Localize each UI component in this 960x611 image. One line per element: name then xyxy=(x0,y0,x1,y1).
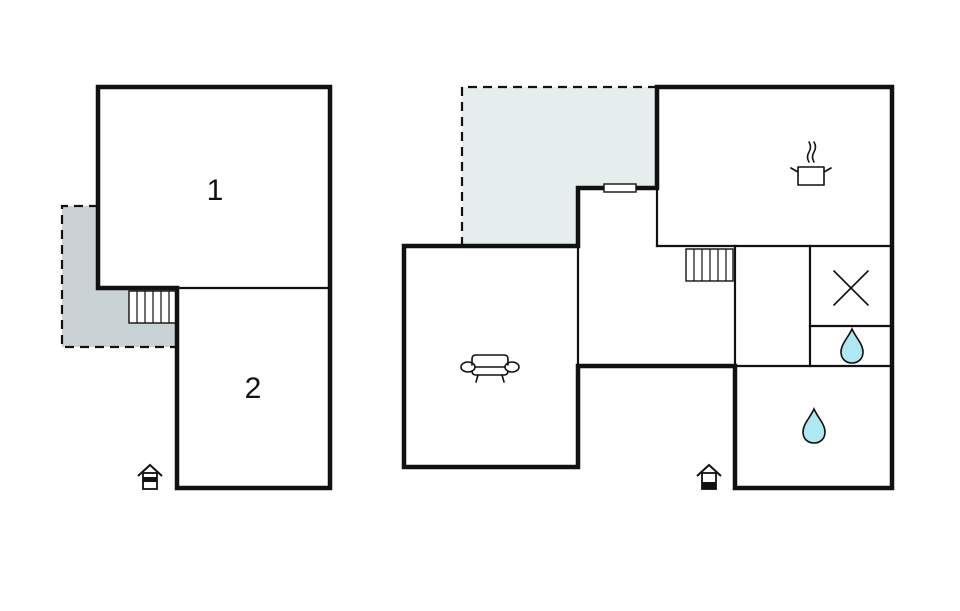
terrace-left-outline xyxy=(60,204,177,349)
left-floor-plan: 1 2 xyxy=(60,84,333,491)
stairs-icon xyxy=(685,248,734,282)
armchair-icon xyxy=(460,354,520,383)
room-1-label: 1 xyxy=(207,174,224,207)
water-drop-icon xyxy=(840,327,864,364)
kitchen xyxy=(657,87,892,246)
room-2-label: 2 xyxy=(245,372,262,405)
room-2 xyxy=(177,288,330,488)
right-floor-plan xyxy=(401,84,895,491)
window xyxy=(603,183,637,193)
x-mark-icon xyxy=(833,270,869,306)
entrance-icon xyxy=(137,463,163,490)
stairs-icon xyxy=(128,290,177,324)
cooking-pot-icon xyxy=(790,141,832,186)
room-1 xyxy=(98,87,330,288)
right-outer-walls xyxy=(401,84,895,491)
living-room xyxy=(404,246,578,467)
terrace-right xyxy=(462,87,657,246)
entrance-icon xyxy=(696,463,722,490)
terrace-right-outline xyxy=(460,85,657,246)
water-drop-icon xyxy=(802,407,826,444)
